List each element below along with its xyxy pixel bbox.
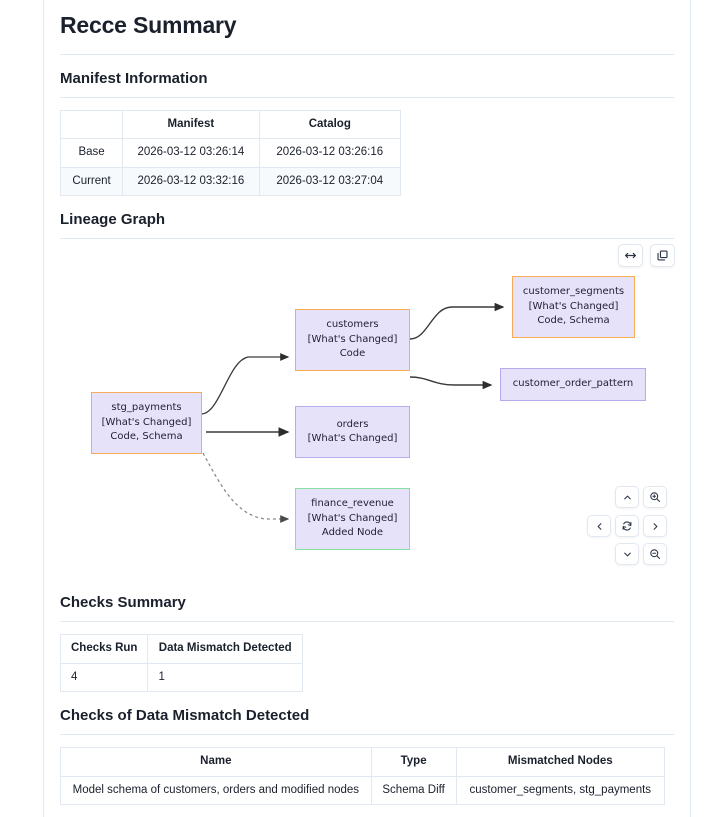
- manifest-heading: Manifest Information: [60, 69, 208, 87]
- title-divider: [60, 53, 674, 55]
- table-header-row: Checks Run Data Mismatch Detected: [59, 634, 303, 664]
- horizontal-arrows-icon: [625, 253, 636, 259]
- pan-zoom-controls: [585, 486, 669, 570]
- mismatch-heading: Checks of Data Mismatch Detected: [60, 707, 310, 725]
- node-line: orders: [336, 418, 369, 430]
- chevron-down-icon: [623, 552, 631, 557]
- table-row: Current 2026-03-12 03:32:16 2026-03-12 0…: [59, 166, 402, 197]
- checks-summary-divider: [60, 621, 674, 623]
- node-line: customers: [326, 319, 379, 331]
- checks-col-mismatch: Data Mismatch Detected: [147, 634, 303, 664]
- checks-col-run: Checks Run: [59, 634, 149, 664]
- mismatch-col-name: Name: [60, 747, 372, 777]
- lineage-node-stg_payments[interactable]: stg_payments [What's Changed] Code, Sche…: [91, 392, 202, 455]
- edge-stg_payments-finance_revenue: [202, 452, 290, 524]
- zoom-out-icon: [650, 549, 661, 560]
- node-line: [What's Changed]: [101, 416, 192, 428]
- node-line: customer_segments: [522, 286, 625, 298]
- table-row: Base 2026-03-12 03:26:14 2026-03-12 03:2…: [59, 138, 402, 168]
- refresh-icon: [622, 521, 632, 531]
- checks-summary-table: Checks Run Data Mismatch Detected 4 1: [59, 634, 303, 693]
- manifest-row-manifest: 2026-03-12 03:32:16: [122, 166, 260, 197]
- lineage-node-finance_revenue[interactable]: finance_revenue [What's Changed] Added N…: [295, 488, 410, 551]
- chevron-left-icon: [597, 522, 601, 530]
- manifest-divider: [60, 96, 674, 98]
- node-line: Code, Schema: [537, 315, 610, 327]
- manifest-col-manifest: Manifest: [122, 109, 260, 140]
- copy-button[interactable]: [650, 244, 675, 268]
- zoom-in-icon: [650, 492, 661, 503]
- manifest-row-label: Base: [59, 138, 124, 168]
- pan-left-button[interactable]: [587, 515, 611, 538]
- edge-customers-customer_order_pattern: [409, 376, 493, 390]
- node-line: [What's Changed]: [307, 333, 398, 345]
- manifest-row-catalog: 2026-03-12 03:26:16: [258, 138, 402, 168]
- node-line: customer_order_pattern: [512, 378, 634, 390]
- zoom-in-button[interactable]: [643, 486, 667, 509]
- table-row: Model schema of customers, orders and mo…: [60, 775, 666, 806]
- mismatch-nodes: customer_segments, stg_payments: [455, 775, 666, 806]
- manifest-col-catalog: Catalog: [258, 109, 402, 140]
- mismatch-table: Name Type Mismatched Nodes Model schema …: [60, 747, 666, 806]
- node-line: finance_revenue: [311, 498, 394, 510]
- pan-right-button[interactable]: [643, 515, 667, 538]
- mismatch-type: Schema Diff: [370, 775, 457, 806]
- checks-run-value: 4: [59, 662, 149, 693]
- lineage-node-customers[interactable]: customers [What's Changed] Code: [295, 309, 410, 372]
- manifest-row-catalog: 2026-03-12 03:27:04: [258, 166, 402, 197]
- manifest-row-label: Current: [59, 166, 124, 197]
- checks-mismatch-value: 1: [147, 662, 303, 693]
- checks-summary-heading: Checks Summary: [60, 594, 186, 612]
- lineage-edges: [200, 302, 505, 524]
- reset-view-button[interactable]: [615, 515, 639, 538]
- mismatch-name: Model schema of customers, orders and mo…: [60, 775, 372, 806]
- lineage-node-customer_order_pattern[interactable]: customer_order_pattern: [500, 368, 646, 402]
- fit-view-button[interactable]: [618, 244, 643, 268]
- lineage-divider: [60, 238, 674, 240]
- manifest-table: Manifest Catalog Base 2026-03-12 03:26:1…: [59, 109, 402, 197]
- table-header-row: Manifest Catalog: [59, 109, 402, 140]
- pan-down-button[interactable]: [615, 543, 639, 566]
- table-row: 4 1: [59, 662, 303, 693]
- lineage-node-orders[interactable]: orders [What's Changed]: [295, 406, 410, 459]
- mismatch-divider: [60, 734, 674, 736]
- node-line: [What's Changed]: [307, 433, 398, 445]
- graph-toolbar: [618, 244, 675, 268]
- lineage-graph[interactable]: stg_payments [What's Changed] Code, Sche…: [60, 239, 675, 580]
- copy-icon: [657, 250, 668, 261]
- node-line: [What's Changed]: [528, 300, 619, 312]
- mismatch-col-nodes: Mismatched Nodes: [455, 747, 666, 777]
- lineage-node-customer_segments[interactable]: customer_segments [What's Changed] Code,…: [512, 276, 635, 339]
- page-title: Recce Summary: [60, 12, 237, 38]
- edge-stg_payments-customers: [200, 353, 290, 415]
- node-line: [What's Changed]: [307, 512, 398, 524]
- pan-up-button[interactable]: [615, 486, 639, 509]
- chevron-up-icon: [623, 495, 631, 500]
- chevron-right-icon: [653, 522, 657, 530]
- zoom-out-button[interactable]: [643, 543, 667, 566]
- node-line: Code: [339, 348, 366, 360]
- manifest-col-blank: [59, 109, 124, 140]
- mismatch-col-type: Type: [370, 747, 457, 777]
- node-line: stg_payments: [111, 402, 182, 414]
- content-panel: Recce Summary Manifest Information Manif…: [43, 0, 691, 817]
- lineage-heading: Lineage Graph: [60, 211, 166, 229]
- manifest-row-manifest: 2026-03-12 03:26:14: [122, 138, 260, 168]
- node-line: Code, Schema: [110, 431, 183, 443]
- node-line: Added Node: [321, 527, 384, 539]
- edge-customers-customer_segments: [409, 302, 505, 340]
- table-header-row: Name Type Mismatched Nodes: [60, 747, 666, 777]
